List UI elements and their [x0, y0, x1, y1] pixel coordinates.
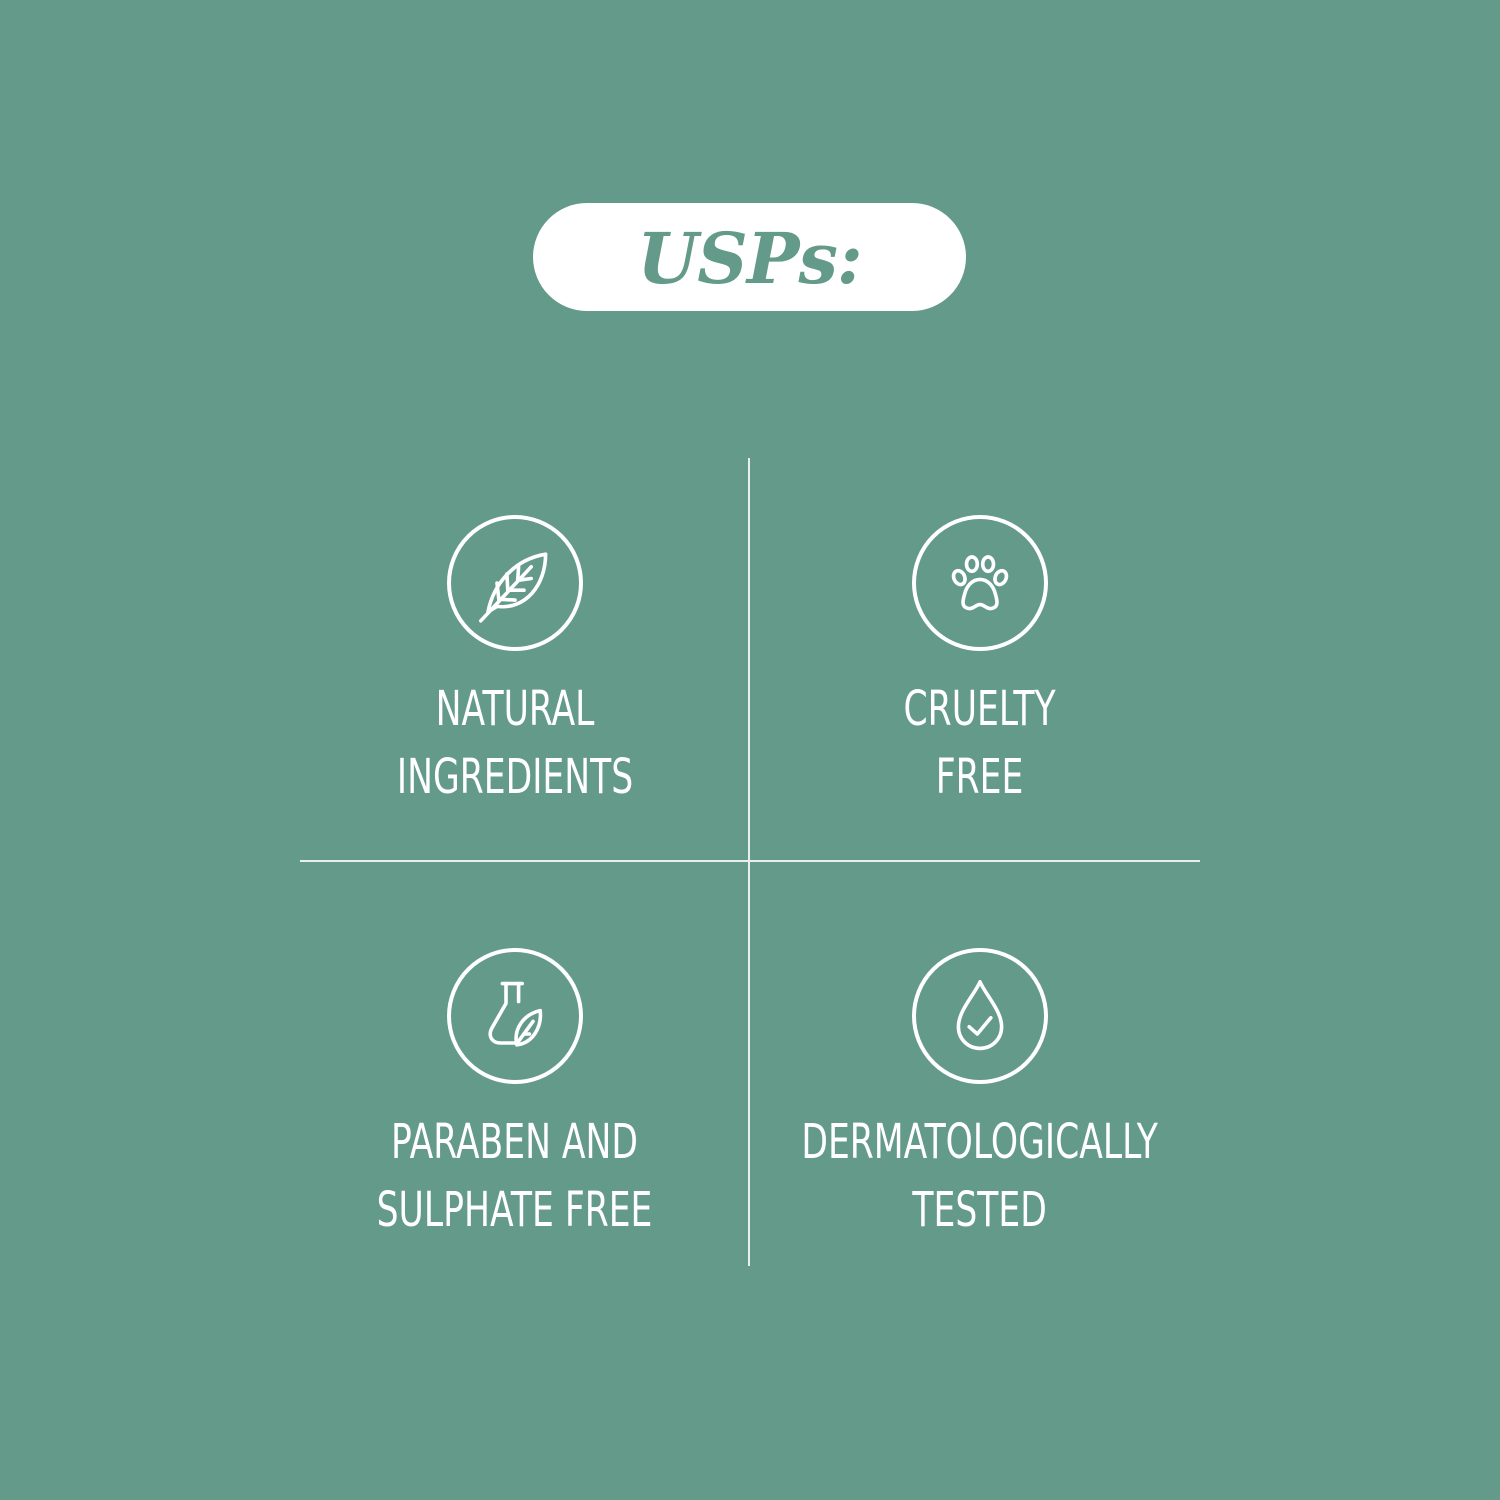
page-title: USPs:: [637, 217, 862, 300]
vertical-divider: [748, 458, 750, 1266]
usp-label-line-2: SULPHATE FREE: [377, 1182, 653, 1238]
usp-label-line-1: DERMATOLOGICALLY: [801, 1114, 1159, 1170]
usp-cruelty-free: CRUELTY FREE: [780, 515, 1180, 811]
usp-label-line-1: CRUELTY: [903, 681, 1056, 737]
horizontal-divider: [300, 860, 1200, 862]
usp-label-line-2: INGREDIENTS: [396, 749, 634, 805]
usp-label-line-1: NATURAL: [435, 681, 595, 737]
drop-check-icon: [912, 948, 1048, 1084]
usp-label-line-2: TESTED: [912, 1182, 1048, 1238]
usp-paraben-sulphate-free: PARABEN AND SULPHATE FREE: [315, 948, 715, 1244]
leaf-icon: [447, 515, 583, 651]
flask-leaf-icon: [447, 948, 583, 1084]
usp-label-line-1: PARABEN AND: [391, 1114, 639, 1170]
usp-natural-ingredients: NATURAL INGREDIENTS: [315, 515, 715, 811]
paw-icon: [912, 515, 1048, 651]
usp-label-line-2: FREE: [936, 749, 1024, 805]
title-pill: USPs:: [533, 203, 966, 311]
usp-dermatologically-tested: DERMATOLOGICALLY TESTED: [780, 948, 1180, 1244]
